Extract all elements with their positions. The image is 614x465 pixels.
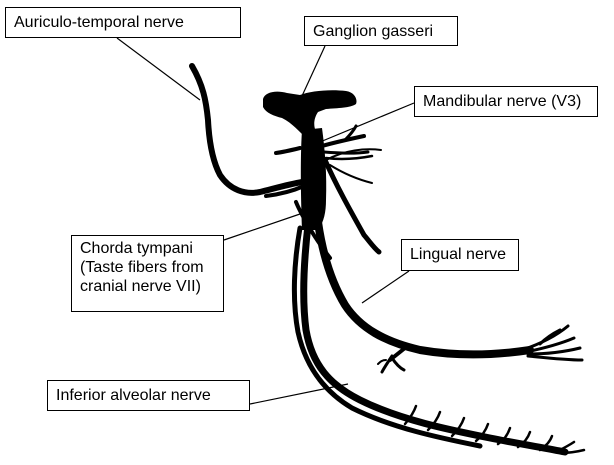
label-text: Auriculo-temporal nerve	[14, 13, 232, 32]
lingual-terminal-branches	[522, 326, 582, 360]
leader-chorda	[224, 214, 300, 240]
label-text: Inferior alveolar nerve	[56, 386, 241, 405]
leader-auriculo	[117, 38, 200, 100]
label-text: Ganglion gasseri	[313, 22, 449, 41]
label-chorda-tympani: Chorda tympani (Taste fibers from crania…	[71, 235, 224, 312]
label-ganglion-gasseri: Ganglion gasseri	[304, 16, 458, 46]
leader-ganglion	[302, 46, 325, 96]
leader-mandibular	[320, 103, 414, 142]
label-auriculo-temporal-nerve: Auriculo-temporal nerve	[5, 7, 241, 38]
label-inferior-alveolar-nerve: Inferior alveolar nerve	[47, 380, 250, 411]
ganglion-gasseri-shape	[263, 90, 357, 134]
inferior-alveolar-dental-branches	[405, 406, 584, 453]
label-line-3: cranial nerve VII)	[80, 277, 215, 296]
label-text: Lingual nerve	[410, 245, 510, 264]
leader-lines	[117, 38, 414, 404]
label-text: Mandibular nerve (V3)	[423, 92, 589, 111]
label-lingual-nerve: Lingual nerve	[401, 239, 519, 271]
label-line-2: (Taste fibers from	[80, 258, 215, 277]
leader-lingual	[362, 271, 409, 303]
label-line-1: Chorda tympani	[80, 239, 215, 258]
mandibular-trunk	[301, 128, 326, 230]
label-mandibular-nerve: Mandibular nerve (V3)	[414, 86, 598, 117]
auriculo-temporal-nerve-shape	[192, 66, 302, 193]
